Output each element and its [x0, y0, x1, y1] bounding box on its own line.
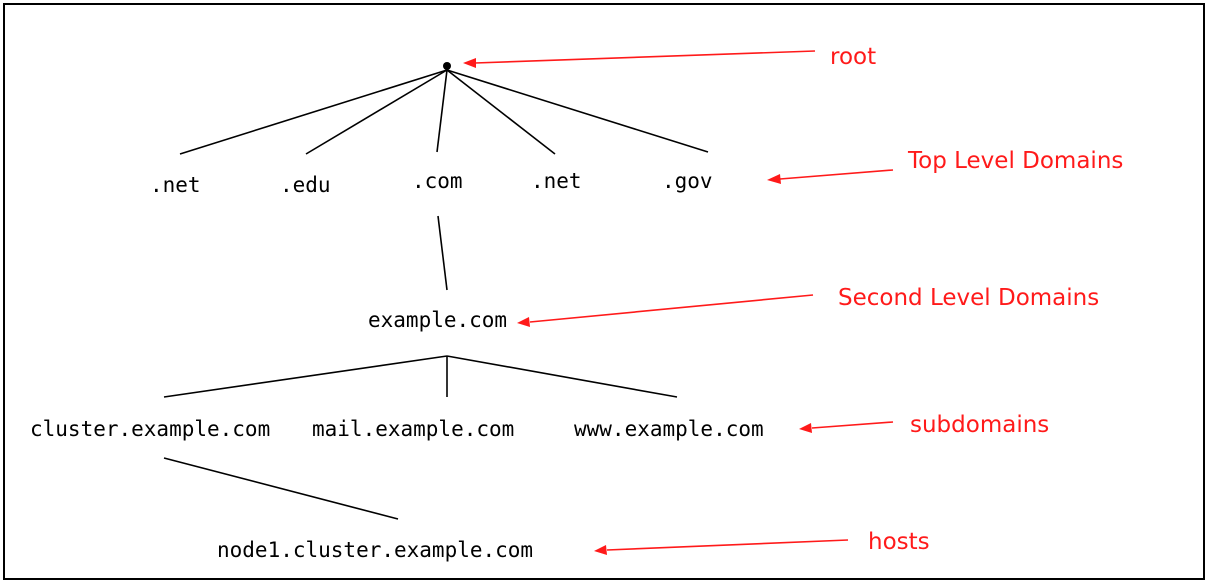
annotation-subdomains: subdomains — [910, 412, 1049, 438]
edge-root-com — [436, 69, 448, 153]
edge-example-cluster — [163, 355, 448, 398]
arrow-sld-head — [517, 317, 530, 327]
edge-example-www — [446, 355, 678, 398]
tld-net-1: .net — [150, 173, 201, 197]
edge-root-net-2 — [446, 69, 556, 155]
arrow-hosts-head — [594, 545, 607, 555]
edge-root-gov — [446, 69, 709, 153]
tld-com: .com — [412, 169, 463, 193]
edge-cluster-host — [163, 457, 399, 520]
host-node: node1.cluster.example.com — [217, 538, 533, 562]
arrow-tld — [779, 169, 894, 180]
annotation-root: root — [830, 44, 876, 70]
edge-root-net-1 — [179, 69, 448, 155]
root-node — [443, 62, 451, 70]
subdomain-www: www.example.com — [574, 417, 764, 441]
edge-com-example — [437, 215, 448, 291]
tld-gov: .gov — [662, 169, 713, 193]
arrow-tld-head — [767, 174, 781, 184]
annotation-hosts: hosts — [868, 529, 930, 555]
annotation-tld: Top Level Domains — [907, 148, 1123, 174]
tld-net-2: .net — [531, 169, 582, 193]
arrow-sld — [529, 294, 814, 323]
second-level-domain: example.com — [368, 308, 507, 332]
arrow-root — [474, 50, 816, 64]
tld-edu: .edu — [280, 173, 331, 197]
annotation-sld: Second Level Domains — [838, 285, 1099, 311]
arrow-root-head — [463, 58, 476, 68]
arrow-subdomains-head — [799, 423, 812, 433]
diagram-frame — [3, 3, 1205, 580]
arrow-subdomains — [811, 421, 894, 429]
arrow-hosts — [606, 539, 849, 551]
edge-root-edu — [305, 69, 448, 155]
subdomain-mail: mail.example.com — [312, 417, 514, 441]
subdomain-cluster: cluster.example.com — [30, 417, 270, 441]
